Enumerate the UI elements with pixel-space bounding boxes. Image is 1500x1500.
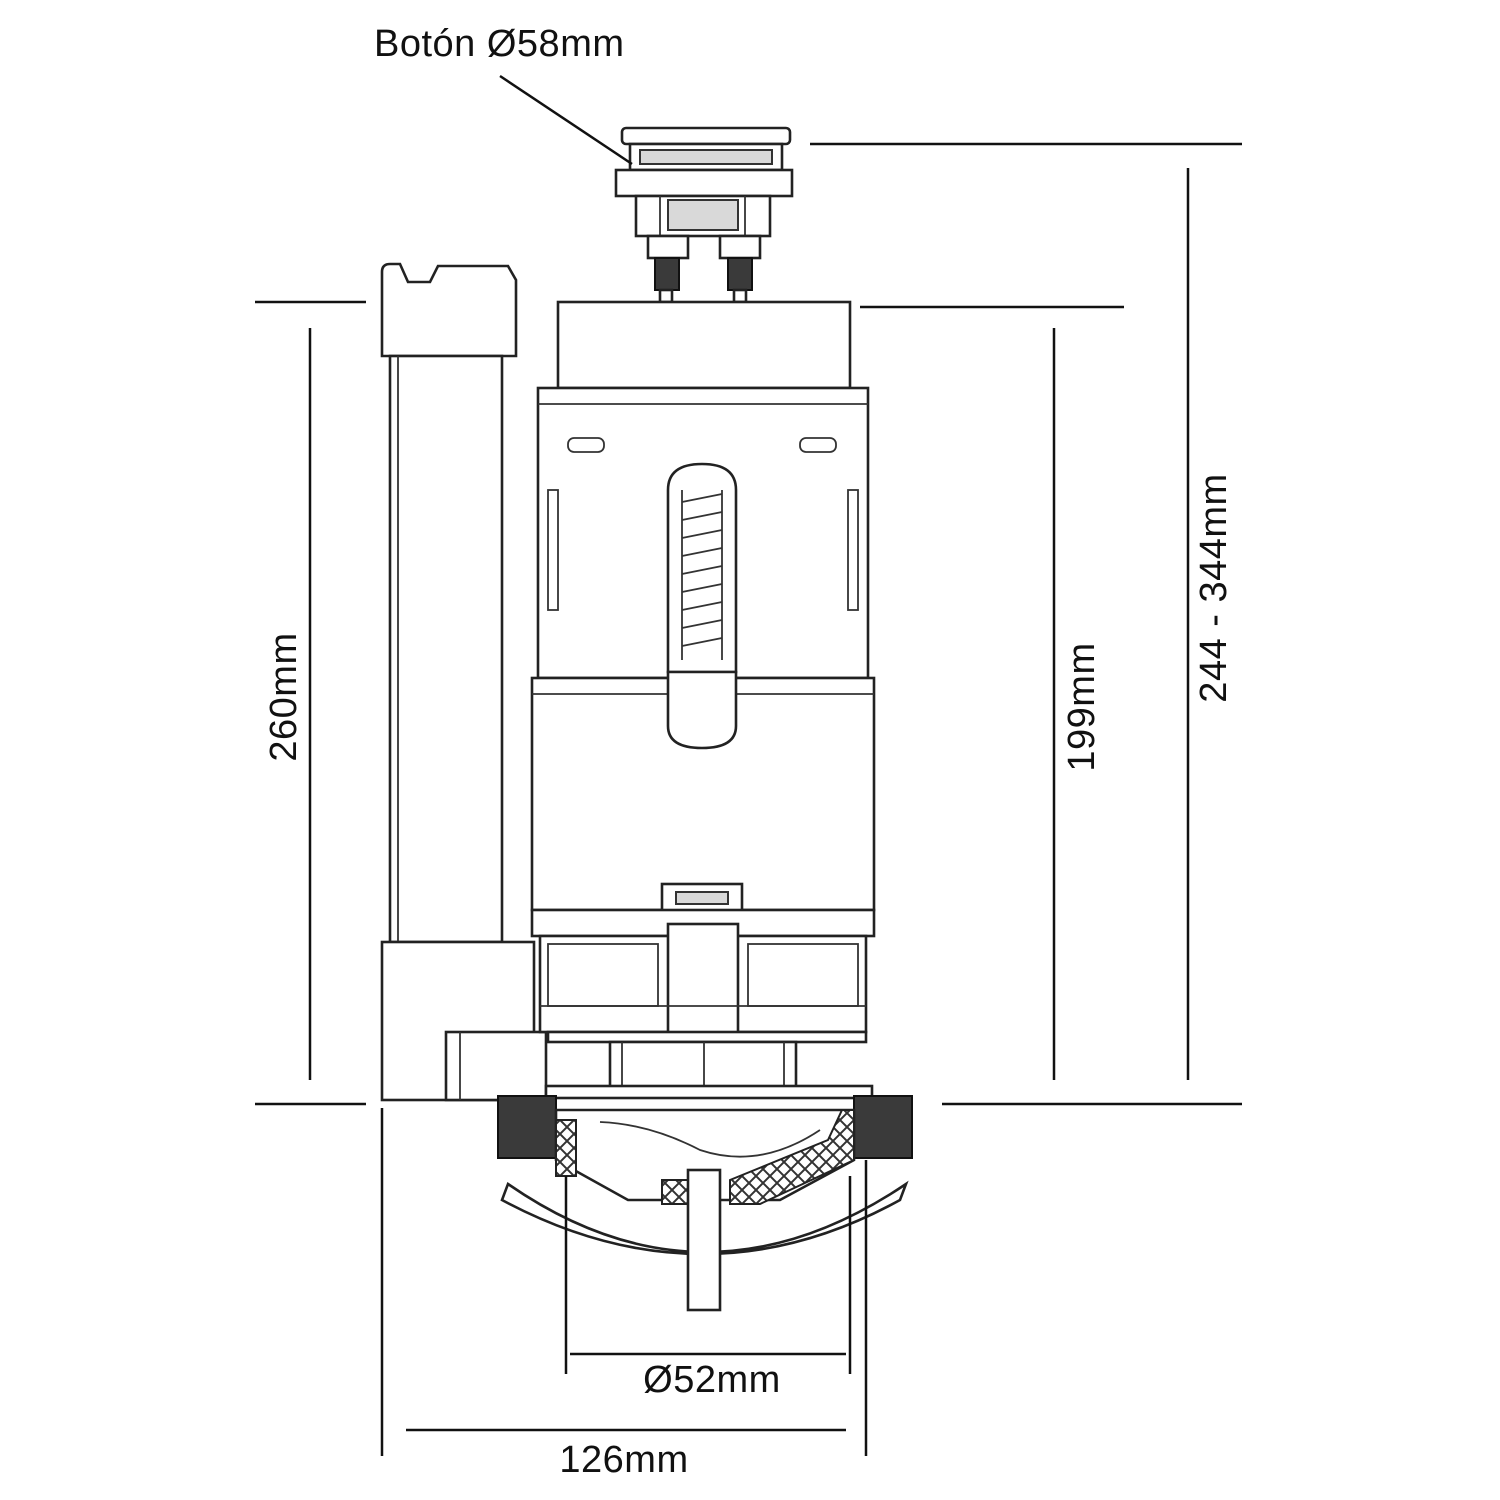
height-199-label: 199mm — [1061, 642, 1103, 771]
base-width-label: 126mm — [559, 1439, 688, 1481]
dimension-lines — [255, 74, 1242, 1456]
outlet-diameter-label: Ø52mm — [643, 1359, 781, 1401]
outlet-base — [497, 1095, 913, 1312]
push-button — [614, 126, 794, 304]
valve-body — [530, 300, 876, 1100]
button-diameter-label: Botón Ø58mm — [374, 23, 625, 65]
height-260-label: 260mm — [263, 632, 305, 761]
height-range-label: 244 - 344mm — [1193, 473, 1235, 702]
overflow-tube — [380, 262, 548, 1102]
